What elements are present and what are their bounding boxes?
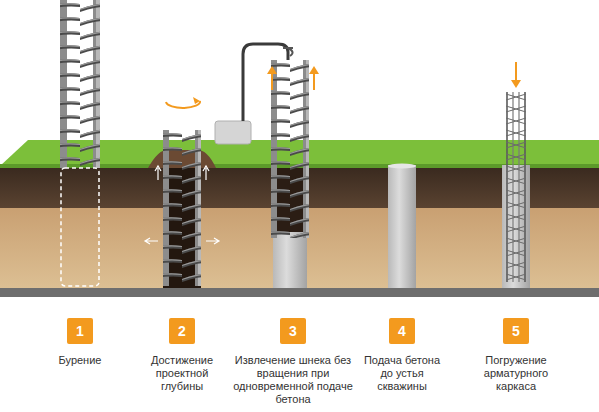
auger-at-depth — [163, 130, 201, 286]
crane-hook — [283, 48, 293, 56]
spoil-arrow — [203, 166, 209, 180]
step-number: 4 — [389, 318, 415, 344]
step-caption: Подача бетона до устья скважины — [359, 354, 445, 393]
rebar-cage — [505, 92, 527, 282]
step-number: 1 — [67, 318, 93, 344]
step-number: 3 — [280, 318, 306, 344]
step-caption: Бурение — [40, 354, 120, 367]
planned-borehole — [61, 168, 99, 286]
spoil-arrow — [155, 166, 161, 180]
step-caption: Достижение проектной глубины — [143, 354, 221, 393]
step-badge: 3Извлечение шнека без вращения при однов… — [280, 318, 306, 344]
concrete-pump — [215, 121, 251, 144]
step-caption: Извлечение шнека без вращения при одновр… — [232, 354, 354, 406]
concrete-column — [388, 165, 416, 288]
arrow-head — [511, 80, 521, 88]
step-caption: Погружение арматурного каркаса — [473, 354, 559, 393]
step-badge: 4Подача бетона до устья скважины — [389, 318, 415, 344]
arrow-head — [309, 66, 319, 74]
step-number: 5 — [503, 318, 529, 344]
base-layer — [0, 288, 599, 297]
pressure-arrow — [206, 238, 219, 244]
lift-arrow — [271, 72, 273, 90]
concrete-column — [273, 232, 307, 288]
cage-bars — [505, 92, 527, 282]
auger-drilling — [60, 0, 100, 168]
lift-arrow — [313, 72, 315, 90]
arrow-head — [267, 66, 277, 74]
concrete-hose — [243, 44, 288, 121]
pressure-arrow — [145, 238, 158, 244]
step-badge: 5Погружение арматурного каркаса — [503, 318, 529, 344]
arrow-head — [193, 97, 200, 104]
column-top — [388, 164, 416, 169]
auger — [60, 0, 100, 168]
auger-extracting — [271, 60, 309, 238]
step-badge: 2Достижение проектной глубины — [169, 318, 195, 344]
auger — [163, 130, 201, 286]
insert-arrow — [515, 62, 517, 82]
step-badge: 1Бурение — [67, 318, 93, 344]
step-number: 2 — [169, 318, 195, 344]
auger — [271, 60, 309, 238]
